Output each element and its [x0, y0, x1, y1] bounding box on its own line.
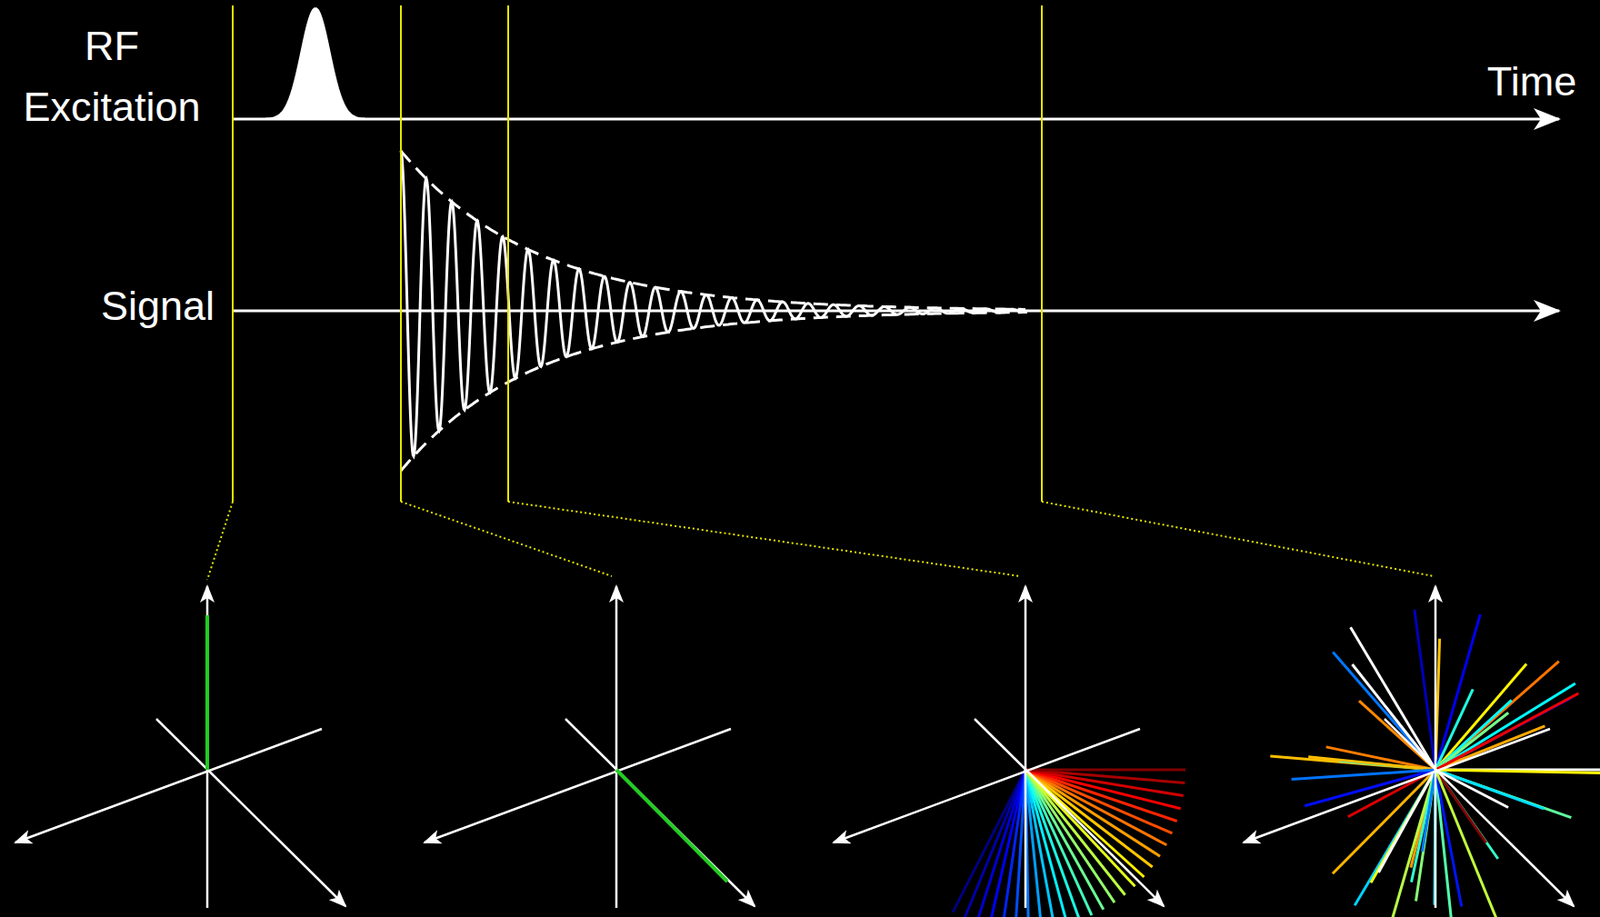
x-axis — [156, 719, 346, 907]
z-axis — [1434, 586, 1438, 909]
spin-vector — [1270, 756, 1436, 770]
spin-vector — [1435, 770, 1500, 917]
spin-vector — [1025, 770, 1160, 857]
spin-vector — [1025, 770, 1185, 783]
spin-vector — [1435, 700, 1512, 770]
spin-vector — [1435, 712, 1509, 770]
y-axis — [424, 729, 731, 843]
z-axis — [206, 586, 210, 909]
fid-signal — [400, 150, 1028, 457]
net-magnetization — [205, 615, 210, 770]
spin-vector — [1025, 769, 1186, 772]
spin-vector — [1422, 770, 1437, 852]
spin-vector — [1435, 693, 1579, 770]
time-markers — [232, 5, 1042, 502]
spin-vector — [1435, 730, 1510, 770]
leader-lines — [207, 501, 1434, 580]
spin-vector — [1411, 770, 1437, 883]
x-axis — [974, 719, 1164, 907]
spin-vector — [1435, 689, 1473, 770]
spin-vector — [1025, 770, 1126, 896]
axes-panel — [15, 586, 346, 909]
spin-vector — [1308, 757, 1436, 770]
axes-panel — [833, 586, 1186, 917]
time-label: Time — [1481, 54, 1582, 110]
y-axis — [833, 729, 1140, 843]
rf-label: RF Excitation — [2, 15, 221, 138]
x-axis — [565, 719, 755, 907]
spin-vector — [1015, 770, 1026, 917]
spin-vector — [1370, 770, 1436, 883]
decay-envelope — [400, 312, 1026, 471]
spin-vector — [1332, 652, 1436, 770]
rf-pulse — [232, 8, 400, 120]
spin-vector — [1435, 770, 1571, 819]
x-axis — [1384, 719, 1574, 907]
axes-panel — [1243, 586, 1600, 917]
spin-vector — [1414, 610, 1436, 770]
z-axis — [615, 586, 619, 909]
spin-vector — [1435, 614, 1480, 770]
spin-vector — [1291, 770, 1436, 780]
z-axis — [1024, 586, 1028, 909]
spin-vector — [1435, 770, 1544, 810]
magnetization-panels — [15, 586, 1600, 917]
spin-vector — [1350, 627, 1436, 770]
spin-vector — [1025, 770, 1178, 822]
signal-label: Signal — [36, 279, 215, 334]
rf-time-axis — [232, 118, 1560, 121]
y-axis — [15, 729, 322, 843]
y-axis — [1243, 729, 1550, 843]
waveforms — [232, 8, 1028, 471]
decay-envelope — [400, 150, 1026, 310]
spin-vector — [1435, 770, 1600, 773]
spin-vector — [1435, 661, 1560, 770]
spin-vector — [1378, 770, 1436, 873]
net-magnetization — [616, 770, 728, 882]
spin-vector — [1435, 770, 1509, 809]
axes-panel — [424, 586, 755, 909]
